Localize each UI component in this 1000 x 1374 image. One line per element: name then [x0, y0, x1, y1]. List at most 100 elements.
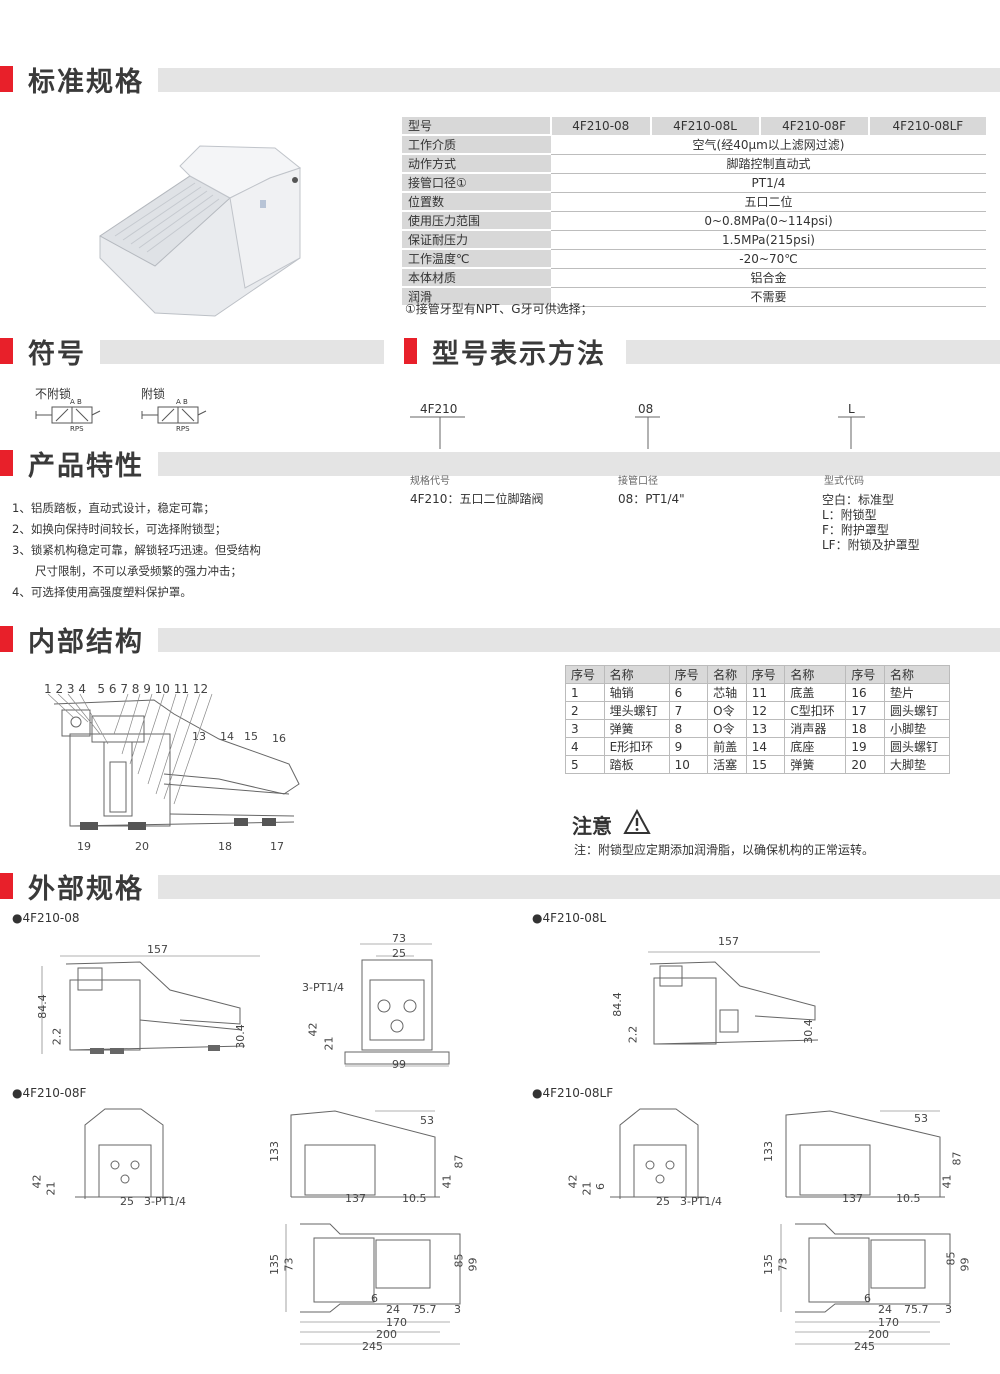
feature-item: 4、可选择使用高强度塑料保护罩。: [12, 585, 192, 599]
callout-number: 14: [220, 730, 234, 743]
dimension-drawing-front: [344, 943, 450, 1067]
dim-label: 85: [944, 1251, 958, 1266]
drawing-model-label: ●4F210-08: [12, 911, 80, 925]
cell: 2: [565, 701, 605, 720]
parts-header: 名称: [603, 665, 670, 684]
spec-row-label: 动作方式: [402, 154, 551, 174]
cell: 7: [668, 701, 709, 720]
notice-text: 注：附锁型应定期添加润滑脂，以确保机构的正常运转。: [574, 843, 875, 857]
section-header-model-method: 型号表示方法: [404, 336, 1000, 370]
cell: 15: [745, 755, 786, 774]
header-bar: [100, 340, 384, 364]
notice-title: 注意: [572, 814, 612, 838]
section-title: 外部规格: [28, 874, 144, 905]
cell: 13: [745, 719, 786, 738]
model-code-part: L: [848, 402, 855, 416]
dim-label: 25: [392, 947, 406, 960]
dim-label: 73: [776, 1257, 790, 1272]
dim-label: 6: [864, 1292, 871, 1305]
dim-label: 21: [580, 1181, 594, 1196]
cell: 小脚垫: [883, 719, 951, 738]
dim-label: 30.4: [233, 1024, 247, 1049]
cell: 活塞: [707, 755, 747, 774]
dim-label: 2.2: [626, 1025, 640, 1044]
red-marker: [0, 66, 13, 92]
dim-label: 25: [656, 1195, 670, 1208]
cell: 5: [565, 755, 605, 774]
dim-label: 170: [878, 1316, 899, 1329]
section-title: 标准规格: [28, 67, 144, 98]
spec-row-label: 工作介质: [402, 135, 551, 155]
cell: 9: [668, 737, 709, 756]
model-code-desc: 4F210：五口二位脚踏阀: [410, 492, 544, 506]
model-code-desc: 08：PT1/4": [618, 492, 685, 506]
cell: O令: [707, 701, 747, 720]
model-code-desc: LF：附锁及护罩型: [822, 538, 920, 552]
section-title: 符号: [28, 339, 86, 370]
spec-row-label: 本体材质: [402, 268, 551, 288]
cell: 4: [565, 737, 605, 756]
model-code-desc: F：附护罩型: [822, 523, 889, 537]
dim-label: 21: [44, 1181, 58, 1196]
section-title: 型号表示方法: [432, 339, 606, 370]
dim-label: 41: [440, 1174, 454, 1189]
section-title: 产品特性: [28, 451, 144, 482]
dim-label: 21: [322, 1036, 336, 1051]
spec-row-label: 润滑: [402, 287, 551, 307]
cell: 19: [845, 737, 885, 756]
model-code-desc: L：附锁型: [822, 508, 877, 522]
spec-row-value: 1.5MPa(215psi): [551, 230, 986, 250]
model-code-part: 08: [638, 402, 654, 416]
red-marker: [0, 626, 13, 652]
parts-header: 名称: [784, 665, 847, 684]
spec-model-col: 4F210-08F: [758, 117, 869, 135]
header-bar: [158, 68, 1000, 92]
dimension-drawing-side-lock: [648, 951, 820, 1045]
dimension-drawing-side-lock-cover: [785, 1110, 945, 1198]
cell: 3: [565, 719, 605, 738]
symbol-no-lock-label: 不附锁: [35, 387, 72, 401]
dim-label: 84.4: [610, 992, 624, 1017]
dim-label: 73: [392, 932, 406, 945]
dim-label: 3-PT1/4: [680, 1195, 723, 1208]
model-code-label: 规格代号: [410, 476, 450, 487]
cell: 底座: [784, 737, 847, 756]
dim-label: 24: [386, 1303, 400, 1316]
cell: 埋头螺钉: [603, 701, 670, 720]
drawing-model-label: ●4F210-08LF: [532, 1086, 614, 1100]
symbol-port-label: A B: [176, 398, 188, 406]
dim-label: 87: [452, 1154, 466, 1169]
dim-label: 137: [345, 1192, 366, 1205]
cell: 圆头螺钉: [883, 701, 951, 720]
cell: 20: [845, 755, 885, 774]
dim-label: 3-PT1/4: [302, 981, 345, 994]
dim-label: 85: [452, 1253, 466, 1268]
parts-header: 名称: [883, 665, 951, 684]
red-marker: [404, 338, 417, 364]
feature-item: 2、如换向保持时间较长，可选择附锁型；: [12, 522, 227, 536]
spec-row-value: 脚踏控制直动式: [551, 154, 986, 174]
drawing-model-label: ●4F210-08L: [532, 911, 607, 925]
spec-table: 型号 4F210-08 4F210-08L 4F210-08F 4F210-08…: [402, 117, 986, 307]
model-code-label: 型式代码: [824, 476, 864, 487]
red-marker: [0, 450, 13, 476]
spec-row-value: 0~0.8MPa(0~114psi): [551, 211, 986, 231]
valve-symbol-with-lock: [141, 406, 207, 424]
callout-number: 19: [77, 840, 91, 853]
callout-numbers: 1 2 3 4 5 6 7 8 9 10 11 12: [44, 682, 209, 696]
dim-label: 200: [376, 1328, 397, 1341]
parts-header: 序号: [845, 665, 885, 684]
feature-item: 尺寸限制，不可以承受频繁的强力冲击；: [35, 564, 242, 578]
feature-item: 3、锁紧机构稳定可靠，解锁轻巧迅速。但受结构: [12, 543, 261, 557]
dim-label: 87: [950, 1151, 964, 1166]
model-code-desc: 空白：标准型: [822, 493, 895, 507]
model-code-lines: [410, 416, 865, 449]
cell: 弹簧: [784, 755, 847, 774]
section-header-internal: 内部结构: [0, 624, 1000, 658]
red-marker: [0, 338, 13, 364]
callout-number: 13: [192, 730, 206, 743]
cell: 圆头螺钉: [883, 737, 951, 756]
spec-row-label: 位置数: [402, 192, 551, 212]
